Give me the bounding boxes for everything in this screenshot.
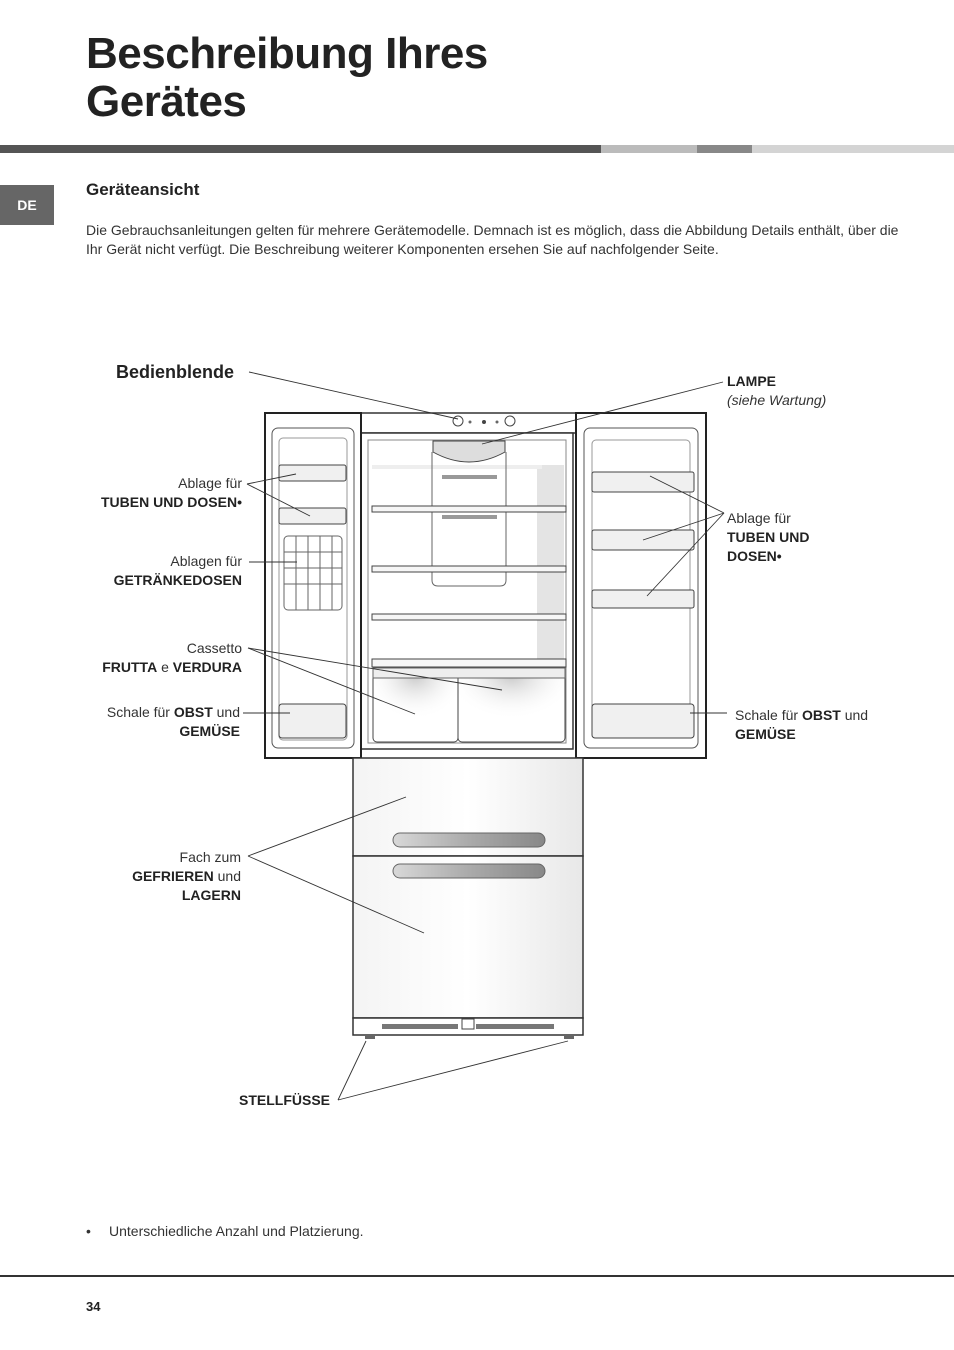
label-door-shelf-right-line2: TUBEN UND bbox=[727, 529, 810, 545]
label-feet: STELLFÜSSE bbox=[150, 1091, 330, 1110]
label-bin-right-obst: OBST bbox=[801, 707, 841, 723]
left-door-shelf-2 bbox=[278, 507, 347, 525]
section-heading: Geräteansicht bbox=[86, 180, 200, 199]
title-line-1: Beschreibung Ihres bbox=[86, 29, 488, 78]
header-bar-pale bbox=[752, 145, 954, 153]
label-freezer-gefrieren: GEFRIEREN bbox=[132, 868, 214, 884]
label-freezer-lagern: LAGERN bbox=[181, 887, 241, 903]
right-door-shelf-3 bbox=[591, 589, 695, 609]
intro-paragraph: Die Gebrauchsanleitungen gelten für mehr… bbox=[86, 222, 899, 257]
crisper-right bbox=[457, 667, 566, 743]
label-freezer: Fach zum GEFRIEREN und LAGERN bbox=[60, 848, 241, 905]
label-door-shelf-right: Ablage für TUBEN UND DOSEN• bbox=[727, 509, 809, 566]
freezer-handle-lower bbox=[392, 863, 546, 879]
left-door-bin bbox=[278, 703, 347, 739]
label-crisper-frutta: FRUTTA bbox=[102, 659, 158, 675]
control-indicator bbox=[482, 420, 486, 424]
label-can-rack-line2: GETRÄNKEDOSEN bbox=[113, 572, 242, 588]
label-can-rack: Ablagen für GETRÄNKEDOSEN bbox=[60, 552, 242, 590]
language-tab: DE bbox=[0, 185, 54, 225]
page-title: Beschreibung Ihres Gerätes bbox=[86, 30, 488, 126]
bottom-divider bbox=[0, 1275, 954, 1277]
label-bin-left-pre: Schale für bbox=[106, 704, 174, 720]
right-door-bin bbox=[591, 703, 695, 739]
leader-lines bbox=[243, 371, 727, 1101]
title-line-2: Gerätes bbox=[86, 77, 247, 126]
control-knob-left bbox=[452, 415, 464, 427]
footnote-text: Unterschiedliche Anzahl und Platzierung. bbox=[109, 1223, 364, 1239]
back-wall-shade bbox=[537, 465, 564, 665]
label-bin-left: Schale für OBST und GEMÜSE bbox=[60, 703, 240, 741]
freezer-handle-upper bbox=[392, 832, 546, 848]
header-bar-dark bbox=[0, 145, 601, 153]
right-door-shelf-1 bbox=[591, 471, 695, 493]
page-number: 34 bbox=[86, 1299, 101, 1314]
label-bin-right-pre: Schale für bbox=[735, 707, 802, 723]
label-bin-right-gemuese: GEMÜSE bbox=[735, 726, 796, 742]
label-crisper-e: e bbox=[157, 659, 173, 675]
label-freezer-line1: Fach zum bbox=[179, 849, 241, 865]
label-freezer-und: und bbox=[213, 868, 241, 884]
can-rack bbox=[283, 535, 343, 611]
label-lamp: LAMPE (siehe Wartung) bbox=[727, 372, 826, 410]
header-bar-mid bbox=[697, 145, 752, 153]
label-door-shelf-left: Ablage für TUBEN UND DOSEN• bbox=[60, 474, 242, 512]
label-control-panel: Bedienblende bbox=[116, 362, 235, 382]
label-bin-left-gemuese: GEMÜSE bbox=[179, 723, 240, 739]
header-bar-light bbox=[601, 145, 697, 153]
footnote: • Unterschiedliche Anzahl und Platzierung… bbox=[86, 1223, 364, 1239]
label-lamp-title: LAMPE bbox=[727, 373, 776, 389]
label-bin-left-und: und bbox=[212, 704, 240, 720]
label-door-shelf-left-line1: Ablage für bbox=[178, 475, 242, 491]
label-door-shelf-right-line1: Ablage für bbox=[727, 510, 791, 526]
control-knob-right bbox=[504, 415, 516, 427]
label-bin-left-obst: OBST bbox=[173, 704, 213, 720]
label-crisper-line1: Cassetto bbox=[186, 640, 242, 656]
label-door-shelf-right-line3: DOSEN• bbox=[727, 548, 782, 564]
label-can-rack-line1: Ablagen für bbox=[170, 553, 242, 569]
foot-left bbox=[365, 1034, 375, 1039]
label-bin-right: Schale für OBST und GEMÜSE bbox=[735, 706, 868, 744]
label-crisper: Cassetto FRUTTA e VERDURA bbox=[60, 639, 242, 677]
crisper-left bbox=[372, 667, 459, 743]
left-door-shelf-1 bbox=[278, 464, 347, 482]
foot-right bbox=[564, 1034, 574, 1039]
glass-shelves bbox=[371, 505, 567, 668]
label-lamp-note: (siehe Wartung) bbox=[727, 392, 827, 408]
footnote-bullet: • bbox=[86, 1223, 91, 1239]
lamp-cover bbox=[432, 440, 506, 463]
label-door-shelf-left-line2: TUBEN UND DOSEN• bbox=[100, 494, 242, 510]
label-crisper-verdura: VERDURA bbox=[172, 659, 242, 675]
label-bin-right-und: und bbox=[840, 707, 869, 723]
freezer-drawer-lower bbox=[352, 855, 584, 1019]
label-feet-text: STELLFÜSSE bbox=[238, 1092, 330, 1108]
